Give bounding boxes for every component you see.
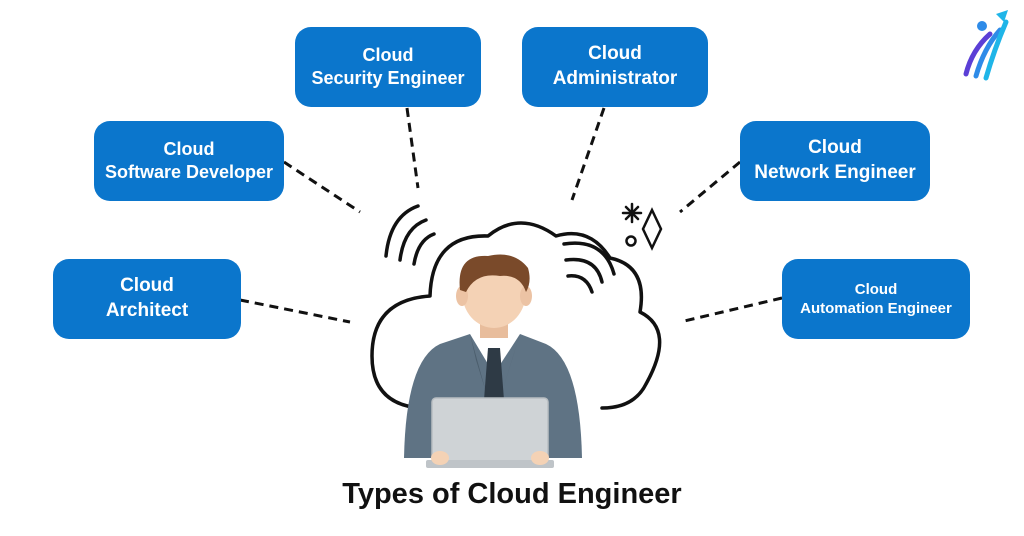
connector-network bbox=[679, 160, 741, 214]
role-line1: Cloud bbox=[362, 44, 414, 65]
role-line2: Architect bbox=[105, 300, 189, 321]
role-line1: Cloud bbox=[588, 43, 642, 65]
sparkle-icon bbox=[621, 202, 663, 251]
connector-security bbox=[405, 107, 420, 189]
cloud-icon bbox=[370, 221, 662, 410]
connector-lines bbox=[239, 107, 783, 324]
role-architect: Cloud Architect bbox=[53, 259, 241, 339]
role-network-engineer: Cloud Network Engineer bbox=[740, 121, 930, 201]
laptop-icon bbox=[426, 397, 554, 468]
role-administrator: Cloud Administrator bbox=[522, 27, 708, 107]
role-line1: Cloud bbox=[163, 138, 215, 159]
role-line1: Cloud bbox=[854, 280, 898, 298]
wifi-signal-icon bbox=[384, 204, 436, 266]
brand-logo-icon bbox=[963, 10, 1009, 81]
role-software-developer: Cloud Software Developer bbox=[94, 121, 284, 201]
role-line2: Network Engineer bbox=[754, 162, 916, 183]
role-security-engineer: Cloud Security Engineer bbox=[295, 27, 481, 107]
role-line1: Cloud bbox=[808, 137, 862, 159]
role-line2: Software Developer bbox=[104, 162, 274, 182]
connector-software-developer bbox=[283, 160, 361, 214]
diagram-caption: Types of Cloud Engineer bbox=[342, 478, 682, 510]
connector-architect bbox=[239, 298, 351, 324]
role-line2: Automation Engineer bbox=[800, 300, 952, 317]
role-line2: Administrator bbox=[552, 68, 678, 89]
wifi-signal-icon bbox=[562, 241, 616, 294]
connector-automation bbox=[679, 296, 783, 324]
connector-administrator bbox=[570, 107, 606, 201]
role-line1: Cloud bbox=[120, 275, 174, 297]
role-line2: Security Engineer bbox=[311, 68, 465, 88]
role-automation-engineer: Cloud Automation Engineer bbox=[782, 259, 970, 339]
